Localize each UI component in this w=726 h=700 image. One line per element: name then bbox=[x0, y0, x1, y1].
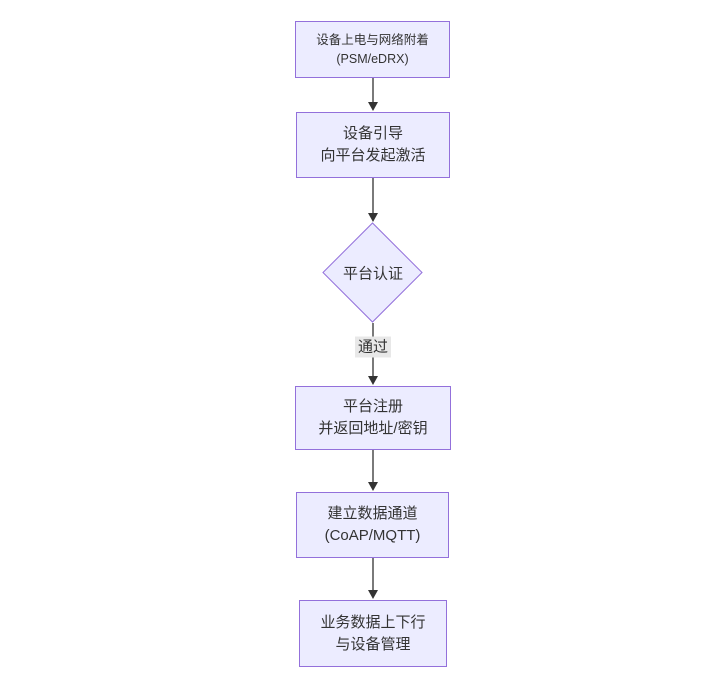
node-register-line1: 平台注册 bbox=[342, 398, 403, 415]
node-bootstrap-line1: 设备引导 bbox=[342, 125, 403, 142]
node-data-channel-line1: 建立数据通道 bbox=[327, 505, 418, 522]
node-power-attach: 设备上电与网络附着 (PSM/eDRX) bbox=[295, 21, 450, 78]
node-business: 业务数据上下行 与设备管理 bbox=[299, 600, 447, 667]
edge-power-attach-to-bootstrap bbox=[368, 78, 378, 111]
node-business-line1: 业务数据上下行 bbox=[320, 613, 426, 631]
edge-bootstrap-to-platform-auth bbox=[368, 178, 378, 222]
node-bootstrap-line2: 向平台发起激活 bbox=[320, 147, 426, 164]
node-register: 平台注册 并返回地址/密钥 bbox=[295, 386, 451, 450]
node-power-attach-line2: (PSM/eDRX) bbox=[336, 51, 409, 66]
node-platform-auth-label: 平台认证 bbox=[342, 265, 404, 283]
edge-data-channel-to-business bbox=[368, 558, 378, 599]
node-data-channel: 建立数据通道 (CoAP/MQTT) bbox=[296, 492, 449, 558]
node-register-line2: 并返回地址/密钥 bbox=[318, 420, 428, 437]
node-data-channel-line2: (CoAP/MQTT) bbox=[324, 527, 421, 544]
edge-register-to-data-channel bbox=[368, 450, 378, 491]
node-bootstrap: 设备引导 向平台发起激活 bbox=[296, 112, 450, 178]
node-power-attach-line1: 设备上电与网络附着 bbox=[316, 32, 429, 47]
edge-label-pass: 通过 bbox=[354, 336, 392, 358]
node-business-line2: 与设备管理 bbox=[335, 635, 411, 653]
